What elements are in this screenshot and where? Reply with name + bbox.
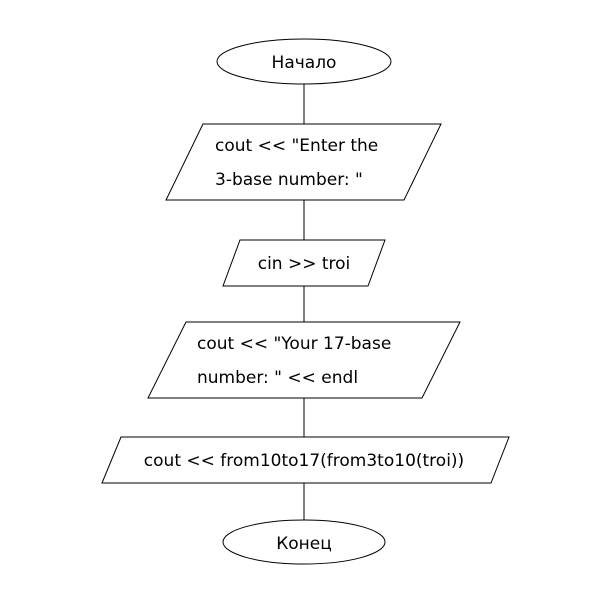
- output-prompt-block: cout << "Enter the 3-base number: ": [165, 123, 442, 201]
- start-label: Начало: [272, 53, 337, 73]
- output-header-block: cout << "Your 17-base number: " << endl: [147, 321, 461, 399]
- output-prompt-line1: cout << "Enter the: [215, 136, 378, 156]
- output-prompt-line2: 3-base number: ": [215, 170, 363, 190]
- output-header-line2: number: " << endl: [197, 368, 358, 388]
- end-label: Конец: [276, 534, 332, 554]
- output-result-label: cout << from10to17(from3to10(troi)): [144, 451, 464, 471]
- output-result-block: cout << from10to17(from3to10(troi)): [101, 436, 510, 484]
- output-header-line1: cout << "Your 17-base: [197, 334, 391, 354]
- end-terminal: Конец: [222, 519, 386, 565]
- input-label: cin >> troi: [258, 254, 351, 274]
- start-terminal: Начало: [216, 38, 392, 85]
- input-block: cin >> troi: [222, 239, 386, 287]
